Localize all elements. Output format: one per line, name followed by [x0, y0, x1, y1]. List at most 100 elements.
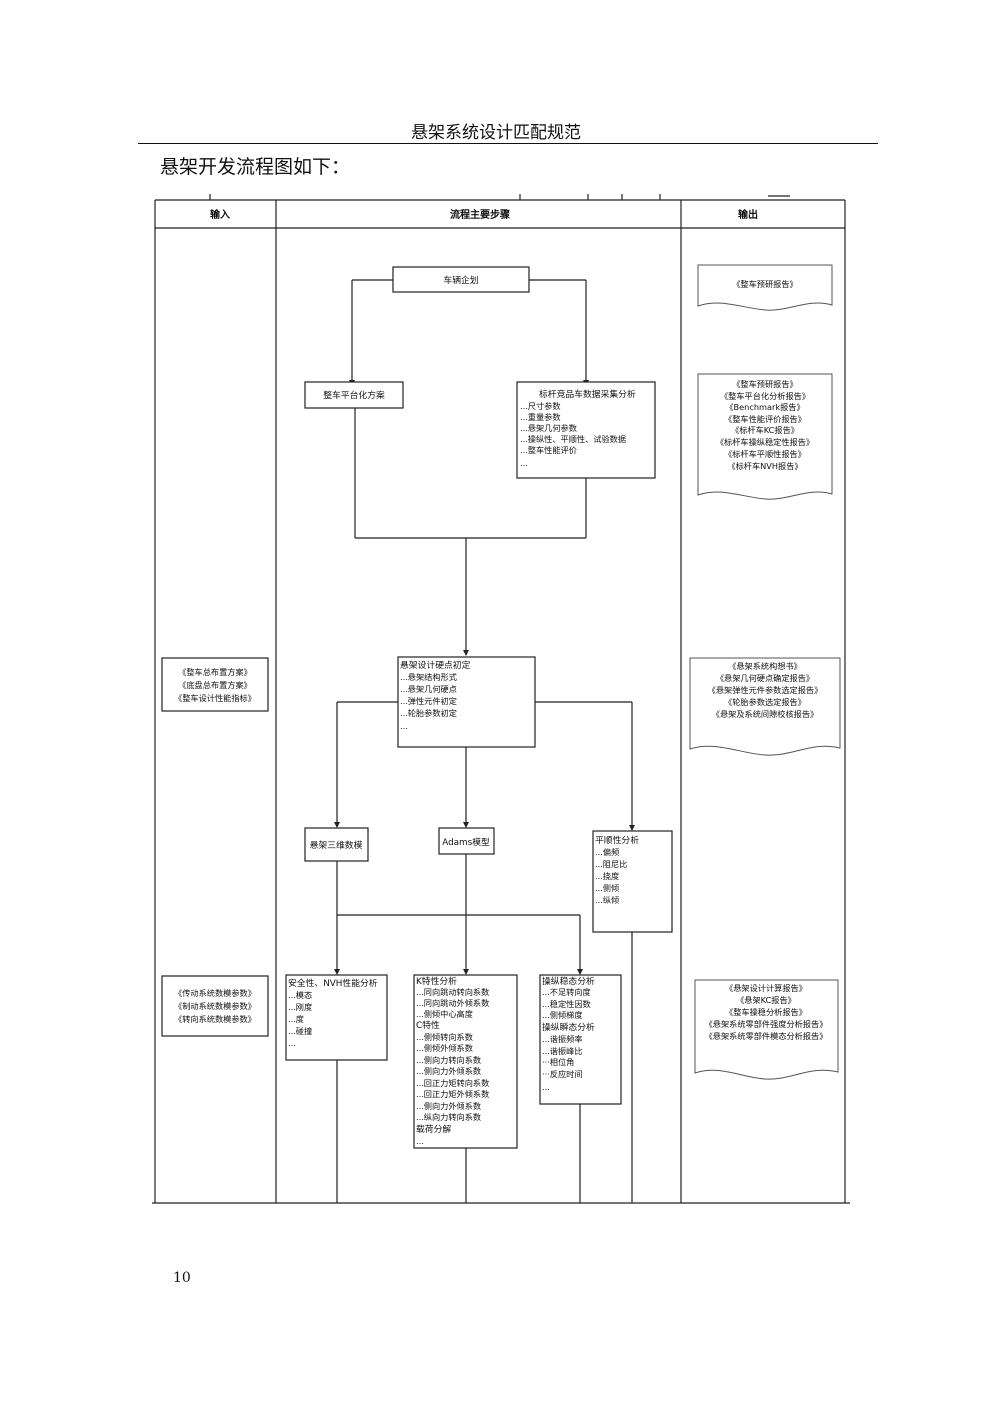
svg-text:《悬架KC报告》: 《悬架KC报告》 — [736, 995, 796, 1005]
svg-text:《悬架设计计算报告》: 《悬架设计计算报告》 — [725, 983, 807, 993]
svg-text:...尺寸参数: ...尺寸参数 — [520, 401, 561, 411]
svg-text:《Benchmark报告》: 《Benchmark报告》 — [725, 402, 804, 412]
step-3d-model: 悬架三维数模 — [304, 827, 369, 862]
svg-text:《整车总布置方案》: 《整车总布置方案》 — [178, 667, 252, 677]
column-header-input: 输入 — [210, 208, 230, 221]
svg-text:···反应时间: ···反应时间 — [542, 1069, 583, 1079]
svg-text:《整车预研报告》: 《整车预研报告》 — [732, 379, 798, 389]
svg-text:...: ... — [520, 458, 528, 468]
svg-text:...纵倾: ...纵倾 — [595, 895, 619, 905]
svg-text:...度: ...度 — [288, 1014, 304, 1024]
step-benchmark-analysis: 标杆竞品车数据采集分析 ...尺寸参数 ...重量参数 ...悬架几何参数 ..… — [516, 381, 656, 479]
input-group-layout: 《整车总布置方案》 《底盘总布置方案》 《整车设计性能指标》 — [161, 657, 269, 712]
output-doc-analysis: 《悬架设计计算报告》 《悬架KC报告》 《整车操稳分析报告》 《悬架系统零部件强… — [694, 979, 839, 1080]
svg-text:平顺性分析: 平顺性分析 — [595, 834, 639, 846]
svg-text:...操纵性、平顺性、试验数据: ...操纵性、平顺性、试验数据 — [520, 434, 626, 444]
page-number: 10 — [173, 1270, 191, 1286]
output-doc-concept: 《悬架系统构想书》 《悬架几何硬点确定报告》 《悬架弹性元件参数选定报告》 《轮… — [689, 657, 841, 756]
svg-text:悬架三维数模: 悬架三维数模 — [310, 839, 363, 851]
step-hardpoint-initial: 悬架设计硬点初定 ...悬架结构形式 ...悬架几何硬点 ...弹性元件初定 .… — [397, 656, 536, 748]
output-doc-preresearch: 《整车预研报告》 — [697, 264, 833, 311]
svg-text:...悬架几何参数: ...悬架几何参数 — [520, 423, 577, 433]
svg-text:《整车设计性能指标》: 《整车设计性能指标》 — [174, 693, 256, 703]
svg-text:安全性、NVH性能分析: 安全性、NVH性能分析 — [288, 977, 378, 989]
svg-text:...侧倾梯度: ...侧倾梯度 — [542, 1010, 583, 1020]
svg-text:操纵瞬态分析: 操纵瞬态分析 — [542, 1021, 595, 1033]
svg-text:...弹性元件初定: ...弹性元件初定 — [400, 696, 457, 706]
svg-text:...: ... — [542, 1082, 550, 1092]
step-adams-model: Adams模型 — [438, 827, 495, 855]
svg-text:《悬架系统零部件强度分析报告》: 《悬架系统零部件强度分析报告》 — [705, 1019, 828, 1029]
svg-text:...纵向力转向系数: ...纵向力转向系数 — [416, 1112, 481, 1122]
svg-text:...悬架几何硬点: ...悬架几何硬点 — [400, 684, 457, 694]
svg-text:《悬架几何硬点确定报告》: 《悬架几何硬点确定报告》 — [716, 673, 814, 683]
svg-text:...同向跳动外倾系数: ...同向跳动外倾系数 — [416, 998, 489, 1008]
svg-text:《传动系统数模参数》: 《传动系统数模参数》 — [174, 988, 256, 998]
svg-text:...侧向力转向系数: ...侧向力转向系数 — [416, 1055, 481, 1065]
svg-text:《转向系统数模参数》: 《转向系统数模参数》 — [174, 1014, 256, 1024]
svg-text:《标杆车操纵稳定性报告》: 《标杆车操纵稳定性报告》 — [716, 437, 814, 447]
svg-text:...侧倾: ...侧倾 — [595, 883, 619, 893]
svg-text:...刚度: ...刚度 — [288, 1002, 312, 1012]
svg-text:...不足转向度: ...不足转向度 — [542, 987, 591, 997]
svg-text:...回正力矩外倾系数: ...回正力矩外倾系数 — [416, 1089, 489, 1099]
page-header: 悬架系统设计匹配规范 — [411, 123, 581, 143]
svg-text:...侧倾外倾系数: ...侧倾外倾系数 — [416, 1043, 473, 1053]
svg-text:...偏频: ...偏频 — [595, 847, 619, 857]
step-platform-scheme: 整车平台化方案 — [304, 381, 404, 409]
header-rule — [138, 143, 878, 144]
svg-text:《整车性能评价报告》: 《整车性能评价报告》 — [724, 414, 806, 424]
svg-text:C特性: C特性 — [416, 1019, 440, 1031]
svg-text:整车平台化方案: 整车平台化方案 — [323, 389, 385, 401]
step-safety-nvh-analysis: 安全性、NVH性能分析 ...模态 ...刚度 ...度 ...碰撞 ... — [285, 974, 388, 1061]
svg-text:...稳定性因数: ...稳定性因数 — [542, 999, 591, 1009]
svg-text:...挠度: ...挠度 — [595, 871, 619, 881]
step-kc-analysis: K特性分析 ...同向跳动转向系数 ...同向跳动外倾系数 ...侧倾中心高度 … — [413, 974, 518, 1149]
svg-text:...回正力矩转向系数: ...回正力矩转向系数 — [416, 1078, 489, 1088]
svg-text:《标杆车NVH报告》: 《标杆车NVH报告》 — [727, 461, 802, 471]
input-group-system-models: 《传动系统数模参数》 《制动系统数模参数》 《转向系统数模参数》 — [161, 975, 269, 1037]
svg-text:《底盘总布置方案》: 《底盘总布置方案》 — [178, 680, 252, 690]
svg-text:载荷分解: 载荷分解 — [416, 1123, 451, 1135]
svg-text:《整车预研报告》: 《整车预研报告》 — [732, 279, 798, 289]
svg-text:...侧倾中心高度: ...侧倾中心高度 — [416, 1009, 473, 1019]
svg-text:...同向跳动转向系数: ...同向跳动转向系数 — [416, 987, 489, 997]
svg-text:...侧倾转向系数: ...侧倾转向系数 — [416, 1032, 473, 1042]
svg-text:《悬架弹性元件参数选定报告》: 《悬架弹性元件参数选定报告》 — [708, 685, 823, 695]
column-header-steps: 流程主要步骤 — [450, 208, 510, 221]
svg-text:...重量参数: ...重量参数 — [520, 412, 561, 422]
step-handling-analysis: 操纵稳态分析 ...不足转向度 ...稳定性因数 ...侧倾梯度 操纵瞬态分析 … — [539, 974, 622, 1105]
svg-text:...: ... — [288, 1038, 296, 1048]
svg-text:...整车性能评价: ...整车性能评价 — [520, 445, 577, 455]
svg-text:操纵稳态分析: 操纵稳态分析 — [542, 975, 595, 987]
svg-text:...: ... — [400, 721, 408, 731]
svg-text:《轮胎参数选定报告》: 《轮胎参数选定报告》 — [724, 697, 806, 707]
svg-text:《制动系统数模参数》: 《制动系统数模参数》 — [174, 1001, 256, 1011]
svg-text:《整车操稳分析报告》: 《整车操稳分析报告》 — [725, 1007, 807, 1017]
svg-text:标杆竞品车数据采集分析: 标杆竞品车数据采集分析 — [539, 388, 636, 400]
svg-text:...轮胎参数初定: ...轮胎参数初定 — [400, 708, 457, 718]
svg-text:车辆企划: 车辆企划 — [443, 274, 478, 286]
step-vehicle-planning: 车辆企划 — [392, 266, 530, 293]
svg-text:《悬架系统零部件模态分析报告》: 《悬架系统零部件模态分析报告》 — [705, 1031, 828, 1041]
svg-text:Adams模型: Adams模型 — [442, 837, 490, 848]
svg-text:《悬架及系统间隙校核报告》: 《悬架及系统间隙校核报告》 — [712, 709, 818, 719]
step-ride-analysis: 平顺性分析 ...偏频 ...阻尼比 ...挠度 ...侧倾 ...纵倾 — [592, 830, 673, 933]
svg-text:K特性分析: K特性分析 — [416, 975, 457, 987]
svg-text:...侧向力外倾系数: ...侧向力外倾系数 — [416, 1101, 481, 1111]
svg-text:...: ... — [416, 1136, 424, 1146]
svg-text:...谐振峰比: ...谐振峰比 — [542, 1046, 583, 1056]
svg-text:...阻尼比: ...阻尼比 — [595, 859, 627, 869]
svg-text:《整车平台化分析报告》: 《整车平台化分析报告》 — [720, 391, 810, 401]
svg-text:《标杆车平顺性报告》: 《标杆车平顺性报告》 — [724, 449, 806, 459]
svg-text:...侧向力外倾系数: ...侧向力外倾系数 — [416, 1066, 481, 1076]
svg-text:...谐振频率: ...谐振频率 — [542, 1034, 583, 1044]
svg-text:《标杆车KC报告》: 《标杆车KC报告》 — [731, 425, 799, 435]
output-doc-benchmark: 《整车预研报告》 《整车平台化分析报告》 《Benchmark报告》 《整车性能… — [697, 373, 833, 500]
svg-text:···相位角: ···相位角 — [542, 1057, 574, 1067]
svg-text:...模态: ...模态 — [288, 990, 312, 1000]
svg-text:悬架设计硬点初定: 悬架设计硬点初定 — [400, 659, 471, 671]
svg-text:《悬架系统构想书》: 《悬架系统构想书》 — [728, 661, 802, 671]
svg-text:...悬架结构形式: ...悬架结构形式 — [400, 672, 457, 682]
